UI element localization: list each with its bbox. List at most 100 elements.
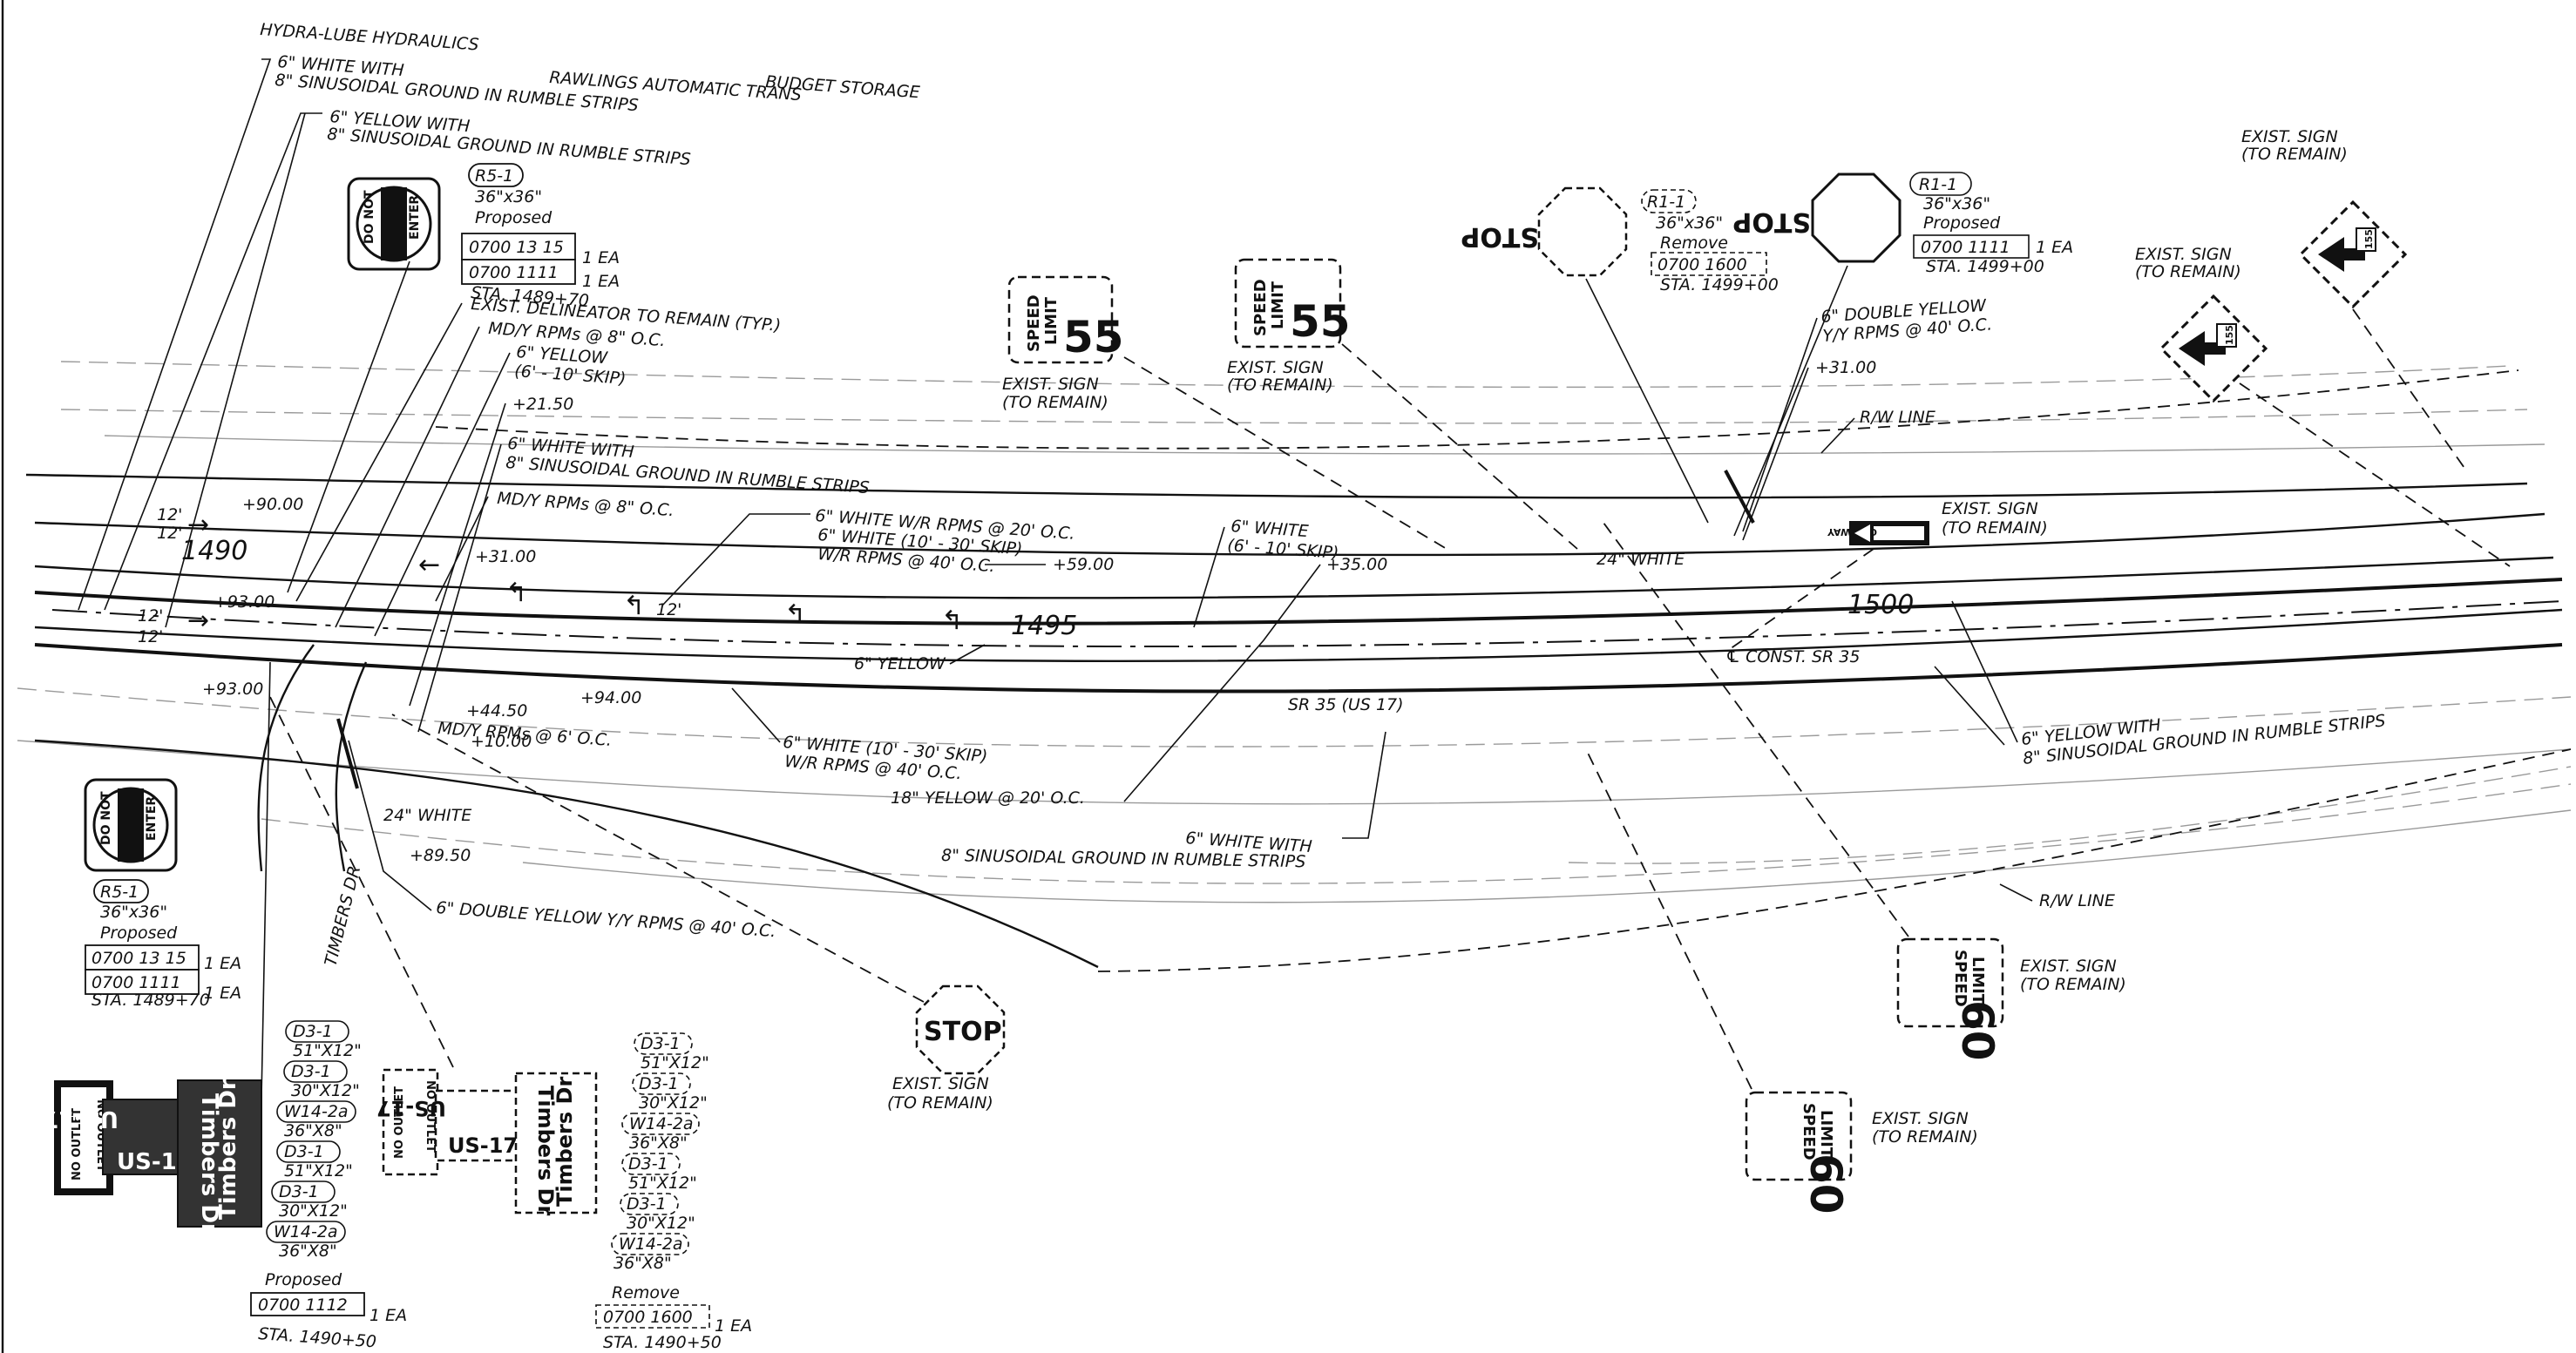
- sign-face-text: 155: [2363, 229, 2375, 249]
- sign-code: 36"X8": [629, 1133, 688, 1153]
- lane-width: 12': [138, 606, 163, 626]
- pay-qty: 1 EA: [582, 272, 620, 291]
- sign-face-text: NO OUTLET: [393, 1086, 406, 1159]
- pay-item: 0700 13 15: [469, 238, 564, 257]
- sign-face-text: STOP: [1732, 206, 1811, 237]
- sign-status: Proposed: [475, 208, 552, 227]
- sign-status: Remove: [612, 1283, 680, 1302]
- sign-stop-proposed: STOP R1-1 36"x36" Proposed 0700 1111 1 E…: [1732, 172, 2073, 537]
- pay-item: 0700 13 15: [92, 949, 186, 968]
- sign-status: Proposed: [100, 923, 178, 943]
- sign-face-text: US-17: [376, 1096, 446, 1120]
- leader-line: [1733, 265, 1848, 537]
- do-not-enter-face: ENTER: [145, 796, 159, 841]
- leader-line: [295, 302, 463, 602]
- business-hydra: HYDRA-LUBE HYDRAULICS: [260, 20, 480, 55]
- sign-size: 36"x36": [1923, 194, 1990, 213]
- exist-sign-label: EXIST. SIGN: [892, 1074, 989, 1093]
- note-yellow-18: 18" YELLOW @ 20' O.C.: [891, 788, 1085, 808]
- sign-code: 30"X12": [279, 1201, 348, 1221]
- sign-code: 36"X8": [613, 1254, 672, 1273]
- timbers-dr-edge: [335, 661, 368, 872]
- sign-code: D3-1: [279, 1182, 319, 1201]
- leader-line: [165, 112, 306, 628]
- sign-code: D3-1: [641, 1034, 681, 1053]
- leader-line: [269, 696, 454, 1068]
- sign-face-text: SPEED: [1951, 950, 1969, 1007]
- station-p1000: +10.00: [471, 732, 532, 751]
- sign-route-155-b: 155 EXIST. SIGN (TO REMAIN): [2135, 245, 2511, 567]
- lane-line-north: [34, 556, 2554, 599]
- pay-item: 0700 1600: [1657, 255, 1747, 274]
- leader-line: [1585, 278, 1709, 524]
- lane-width: 12': [157, 524, 182, 543]
- leader-line: [1999, 883, 2033, 902]
- sign-speed-limit-60-a: SPEED LIMIT 60 EXIST. SIGN (TO REMAIN): [1603, 522, 2126, 1061]
- leader-line: [409, 403, 506, 707]
- sign-code: D3-1: [627, 1194, 667, 1214]
- sign-code: 51"X12": [641, 1053, 709, 1072]
- sign-one-way: ONE WAY EXIST. SIGN (TO REMAIN): [1729, 499, 2048, 650]
- leader-line: [1342, 731, 1386, 839]
- sign-route-155-a: 155 EXIST. SIGN (TO REMAIN): [2241, 127, 2467, 471]
- sign-face-text: LIMIT: [1817, 1110, 1835, 1159]
- sign-stop-remove: STOP R1-1 36"x36" Remove 0700 1600 STA. …: [1461, 186, 1779, 524]
- sign-size: 36"x36": [475, 187, 542, 206]
- station-p9400: +94.00: [580, 688, 641, 707]
- station: STA. 1490+50: [603, 1333, 722, 1352]
- rw-line-bottom: [1097, 748, 2572, 972]
- leader-line: [435, 496, 489, 602]
- exist-sign-label: (TO REMAIN): [887, 1093, 993, 1113]
- rw-label-a: R/W LINE: [1860, 408, 1935, 427]
- leader-line: [1585, 748, 1752, 1090]
- pay-qty: 1 EA: [715, 1316, 752, 1336]
- leader-line: [1193, 526, 1225, 628]
- sign-face-text: STOP: [1461, 221, 1539, 252]
- sign-id: R5-1: [475, 166, 513, 186]
- leader-line: [374, 352, 511, 637]
- leader-line: [949, 644, 986, 665]
- station-p93b: +93.00: [202, 680, 263, 699]
- leader-line: [1603, 522, 1909, 937]
- leader-line: [417, 443, 502, 733]
- road-label-sr35: SR 35 (US 17): [1288, 695, 1404, 714]
- sign-code: D3-1: [628, 1154, 668, 1174]
- sign-id: R5-1: [100, 883, 139, 902]
- lane-arrow: ↰: [505, 578, 527, 608]
- sign-stop-existing: STOP EXIST. SIGN (TO REMAIN): [391, 714, 1006, 1113]
- stop-bar-timbers: [336, 718, 359, 789]
- sign-face-text: LIMIT: [1969, 957, 1987, 1005]
- station-1490: 1490: [181, 536, 247, 566]
- guide-assembly-remove: NO OUTLET NO OUTLET US-17 US-17 Timbers …: [269, 696, 752, 1352]
- leader-line: [661, 513, 810, 606]
- exist-sign-label: (TO REMAIN): [1942, 518, 2048, 538]
- exist-sign-label: EXIST. SIGN: [1227, 358, 1324, 377]
- sign-face-text: SPEED: [1800, 1103, 1818, 1160]
- exist-sign-label: EXIST. SIGN: [1002, 375, 1099, 394]
- background-contour: [1568, 766, 2572, 864]
- background-contour: [60, 361, 2511, 389]
- station-p4450: +44.50: [466, 701, 527, 720]
- sign-code: 51"X12": [628, 1174, 697, 1193]
- sign-code: 36"X8": [279, 1241, 337, 1261]
- note-white-24-a: 24" WHITE: [383, 806, 471, 825]
- leader-line: [287, 260, 410, 593]
- sign-code: 30"X12": [291, 1081, 360, 1100]
- edge-line-south-outer: [34, 739, 1099, 969]
- note-white-24-b: 24" WHITE: [1596, 550, 1685, 569]
- pay-qty: 1 EA: [2036, 238, 2073, 257]
- leader-line: [1123, 564, 1321, 802]
- station-p3100a: +31.00: [475, 547, 536, 566]
- station-p5900: +59.00: [1053, 555, 1114, 574]
- timbers-dr: TIMBERS DR: [322, 864, 365, 969]
- pay-item: 0700 1600: [603, 1308, 693, 1327]
- station-p2150: +21.50: [512, 395, 573, 414]
- sign-code: 51"X12": [293, 1041, 362, 1060]
- note-white-with: 8" SINUSOIDAL GROUND IN RUMBLE STRIPS: [505, 453, 871, 497]
- sign-face-text: Timbers Dr: [196, 1093, 222, 1235]
- pay-item: 0700 1111: [92, 973, 181, 992]
- sign-status: Proposed: [1923, 213, 2001, 233]
- leader-line: [78, 58, 272, 611]
- sign-code: D3-1: [293, 1022, 333, 1041]
